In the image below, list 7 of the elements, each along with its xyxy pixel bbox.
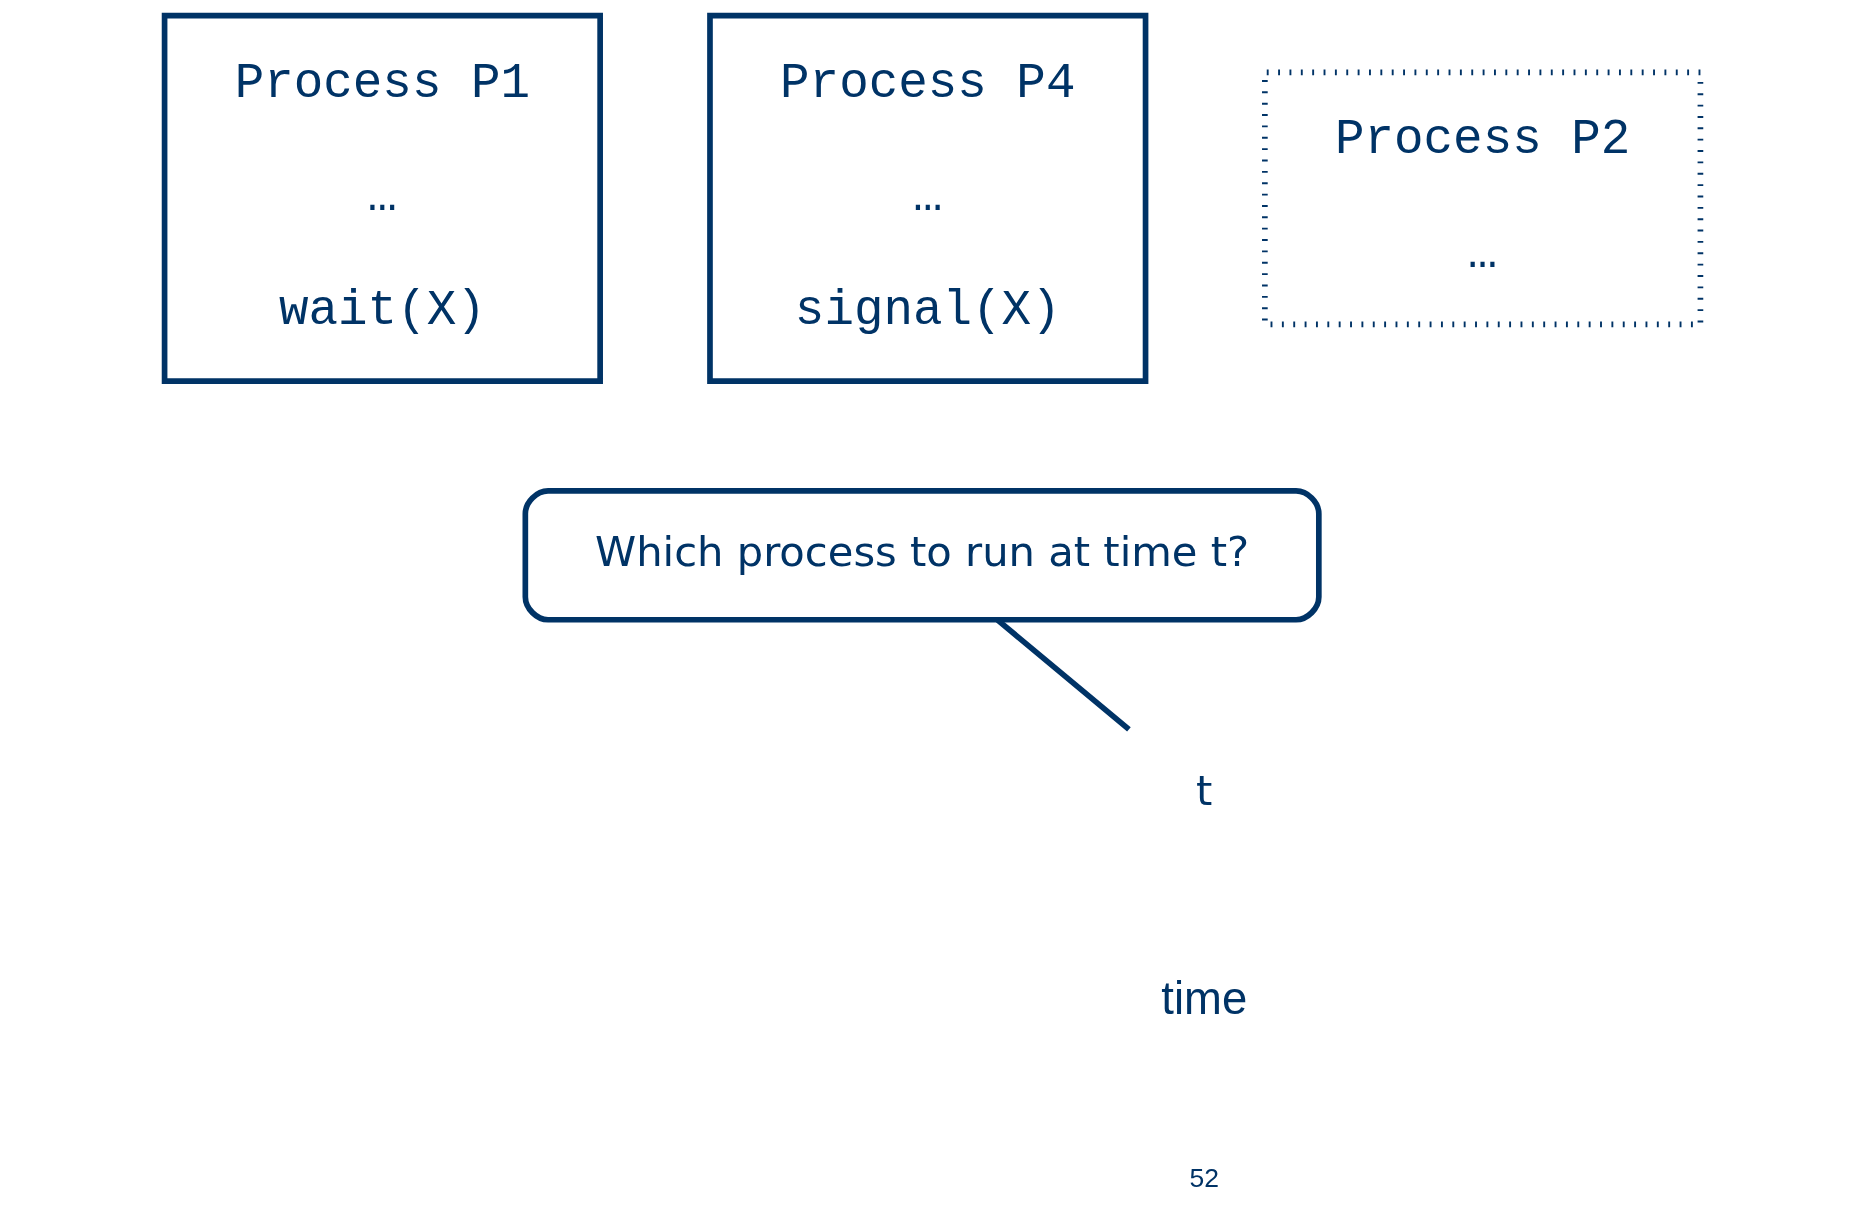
label: time [1161,973,1248,1025]
node-box: Process P2 … [1262,69,1704,328]
node-box: Process P1 … wait(X) [161,12,603,384]
label: 52 [1189,1163,1219,1194]
node-box: Process P4 … signal(X) [707,12,1149,384]
node-text: t [1196,765,1213,815]
node-box: Which process to run at time t? [522,488,1322,623]
